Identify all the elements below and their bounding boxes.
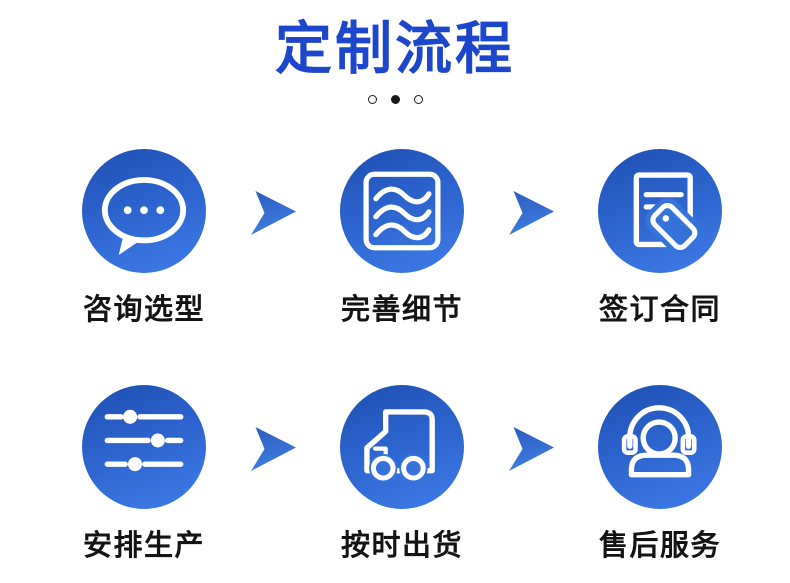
right-arrow-icon (509, 426, 554, 471)
right-arrow-icon (251, 426, 296, 471)
step-circle (340, 148, 464, 273)
carousel-dots (0, 95, 790, 105)
arrow-box (230, 190, 316, 235)
process-row-2: 安排生产 按时出货 (58, 384, 746, 564)
step-circle (82, 148, 206, 273)
carousel-dot[interactable] (367, 95, 377, 105)
arrow-box (230, 426, 316, 471)
step-label: 按时出货 (340, 529, 463, 562)
sliders-icon (104, 409, 184, 471)
process-row-1: 咨询选型 完善细节 (58, 148, 746, 328)
step-label: 咨询选型 (82, 293, 205, 326)
step-details: 完善细节 (316, 148, 488, 328)
carousel-dot[interactable] (413, 95, 423, 105)
step-label: 完善细节 (340, 293, 463, 326)
page-title: 定制流程 (275, 17, 515, 81)
step-contract: 签订合同 (574, 148, 746, 328)
step-circle (82, 384, 206, 509)
step-production: 安排生产 (58, 384, 230, 564)
chat-bubble-icon (101, 176, 187, 255)
step-consult: 咨询选型 (58, 148, 230, 328)
step-circle (598, 384, 722, 509)
step-label: 签订合同 (598, 293, 721, 326)
truck-icon (364, 408, 435, 483)
step-label: 安排生产 (82, 529, 205, 562)
step-label: 售后服务 (598, 529, 721, 562)
right-arrow-icon (509, 190, 554, 235)
arrow-box (488, 426, 574, 471)
step-aftersales: 售后服务 (574, 384, 746, 564)
headset-support-icon (621, 404, 697, 478)
step-circle (598, 148, 722, 273)
fabric-waves-icon (363, 171, 441, 251)
step-circle (340, 384, 464, 509)
carousel-dot-active[interactable] (390, 95, 400, 105)
arrow-box (488, 190, 574, 235)
contract-tag-icon (633, 172, 703, 255)
step-shipping: 按时出货 (316, 384, 488, 564)
right-arrow-icon (251, 190, 296, 235)
